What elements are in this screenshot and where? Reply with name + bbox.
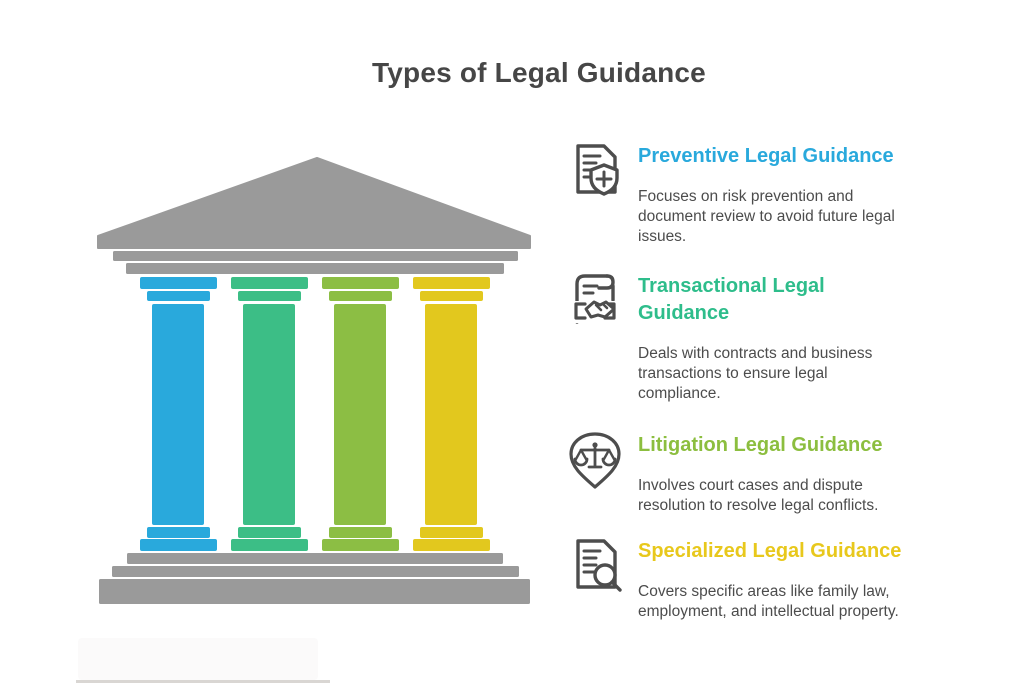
page-title: Types of Legal Guidance [372, 57, 706, 88]
step-3 [99, 579, 530, 604]
document-shield-plus-icon [576, 144, 619, 196]
pillar-olive [322, 277, 399, 551]
section-heading: Litigation Legal Guidance [638, 434, 883, 456]
section-litigation: Litigation Legal Guidance Involves court… [563, 428, 930, 516]
entablature-bar-1 [113, 251, 518, 261]
building-structure [97, 157, 531, 604]
section-preventive: Preventive Legal Guidance Focuses on ris… [563, 139, 930, 247]
step-2 [112, 566, 519, 577]
section-specialized: Specialized Legal Guidance Covers specif… [563, 534, 930, 622]
section-heading: Preventive Legal Guidance [638, 145, 894, 167]
faint-watermark-line [76, 680, 330, 683]
pillar-blue [140, 277, 217, 551]
section-heading: Specialized Legal Guidance [638, 540, 902, 562]
entablature-bar-2 [126, 263, 504, 274]
scroll-handshake-icon [573, 274, 621, 324]
section-body: Focuses on risk prevention and document … [638, 188, 895, 245]
pediment [97, 157, 531, 249]
pillar-green [231, 277, 308, 551]
document-magnifier-icon [576, 539, 622, 592]
section-transactional: Transactional Legal Guidance Deals with … [563, 269, 930, 404]
pillar-yellow [413, 277, 490, 551]
section-body: Covers specific areas like family law, e… [638, 583, 899, 620]
courthouse-illustration [97, 157, 531, 604]
section-body: Involves court cases and dispute resolut… [638, 477, 879, 514]
step-1 [127, 553, 503, 564]
scales-pin-icon [569, 432, 621, 489]
faint-watermark [78, 638, 318, 680]
section-body: Deals with contracts and business transa… [638, 345, 873, 402]
section-heading: Transactional Legal Guidance [638, 275, 825, 324]
